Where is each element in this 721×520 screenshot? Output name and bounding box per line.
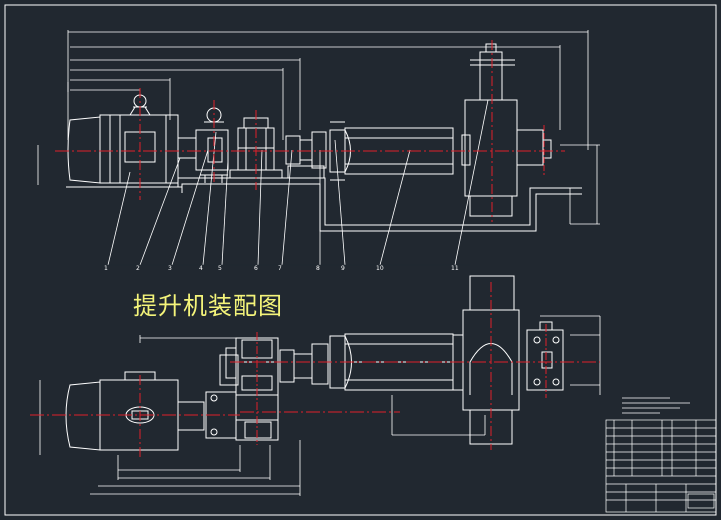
sheave-block <box>461 43 552 217</box>
sheet-border <box>4 4 717 516</box>
center-lines-bottom <box>30 282 600 460</box>
balloon-8: 8 <box>316 265 320 272</box>
plan-motor <box>65 371 205 451</box>
balloon-10: 10 <box>376 265 384 272</box>
balloon-2: 2 <box>136 265 140 272</box>
drawing-title: 提升机装配图 <box>133 292 283 320</box>
overall-dimensions <box>67 30 589 150</box>
balloon-6: 6 <box>254 265 258 272</box>
balloon-1: 1 <box>104 265 108 272</box>
plan-gear-reducer <box>225 337 279 441</box>
plan-dimensions <box>39 315 601 496</box>
balloon-3: 3 <box>168 265 172 272</box>
title-block <box>605 397 717 513</box>
center-lines-top <box>55 40 565 222</box>
balloon-labels: 1 2 3 4 5 6 7 8 9 10 11 <box>104 265 459 272</box>
balloon-9: 9 <box>341 265 345 272</box>
balloon-7: 7 <box>278 265 282 272</box>
plan-output-coupling <box>279 343 329 385</box>
elevation-view <box>37 30 600 266</box>
motor <box>66 94 197 188</box>
balloon-4: 4 <box>199 265 203 272</box>
foundation-pit <box>177 177 582 232</box>
side-dimensions <box>37 144 600 225</box>
leader-lines <box>100 99 489 266</box>
plan-view <box>39 275 601 496</box>
plan-coupling-brake <box>205 354 239 439</box>
balloon-11: 11 <box>451 265 459 272</box>
balloon-5: 5 <box>218 265 222 272</box>
